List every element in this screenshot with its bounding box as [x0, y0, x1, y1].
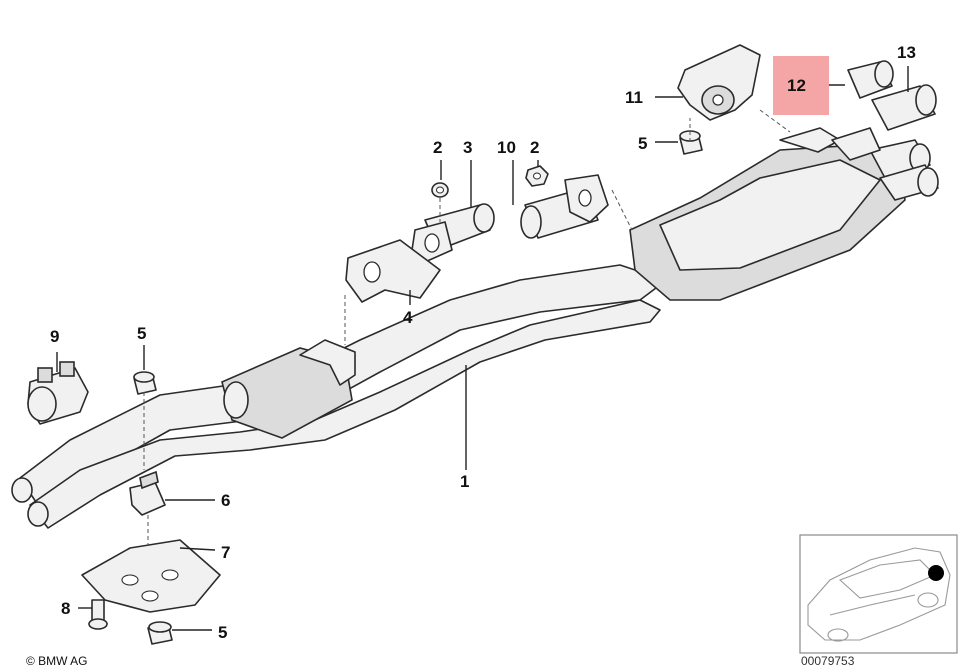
center-resonator — [221, 347, 353, 439]
callout-8: 8 — [61, 599, 70, 618]
part-5-mount-left — [133, 371, 157, 395]
part-10-pipe-section — [520, 174, 609, 239]
pipe-inlet-lower — [27, 501, 49, 527]
callout-12: 12 — [787, 76, 806, 95]
part-3-sleeve — [411, 203, 495, 263]
assembly-lines — [143, 109, 791, 545]
part-7-heat-shield — [81, 539, 221, 613]
part-11-hanger-bracket — [677, 44, 761, 121]
document-id: 00079753 — [801, 654, 855, 668]
pipe-inlet-upper — [11, 477, 33, 503]
callout-12-highlight — [773, 56, 829, 115]
callout-10: 10 — [497, 138, 516, 157]
callout-6: 6 — [221, 491, 230, 510]
callout-2-left: 2 — [433, 138, 442, 157]
callout-9: 9 — [50, 327, 59, 346]
part-13-tailpipe-trim — [871, 84, 937, 131]
callout-11: 11 — [625, 88, 643, 107]
callout-5-top: 5 — [638, 134, 647, 153]
part-8-bolt — [88, 599, 108, 630]
callout-4: 4 — [403, 308, 413, 327]
callout-5-bottom: 5 — [218, 623, 227, 642]
callout-5-left: 5 — [137, 324, 146, 343]
callout-13: 13 — [897, 43, 916, 62]
part-12-tailpipe-trim — [847, 60, 894, 99]
part-5-mount-top — [679, 130, 703, 155]
location-marker-icon — [928, 565, 944, 581]
part-5-mount-bottom — [147, 621, 173, 645]
part-2-nut-right — [525, 165, 549, 187]
exhaust-pipe-assembly — [11, 127, 939, 529]
callout-2-right: 2 — [530, 138, 539, 157]
part-2-nut-left — [431, 182, 449, 198]
part-4-flange-bracket — [345, 239, 441, 303]
part-6-hanger — [129, 470, 166, 516]
copyright-notice: © BMW AG — [26, 654, 88, 668]
callout-3: 3 — [463, 138, 472, 157]
muffler-tailpipes — [869, 139, 939, 201]
callout-1: 1 — [460, 472, 469, 491]
vehicle-location-inset — [799, 534, 958, 654]
part-9-clamp — [27, 361, 89, 425]
callout-7: 7 — [221, 543, 230, 562]
